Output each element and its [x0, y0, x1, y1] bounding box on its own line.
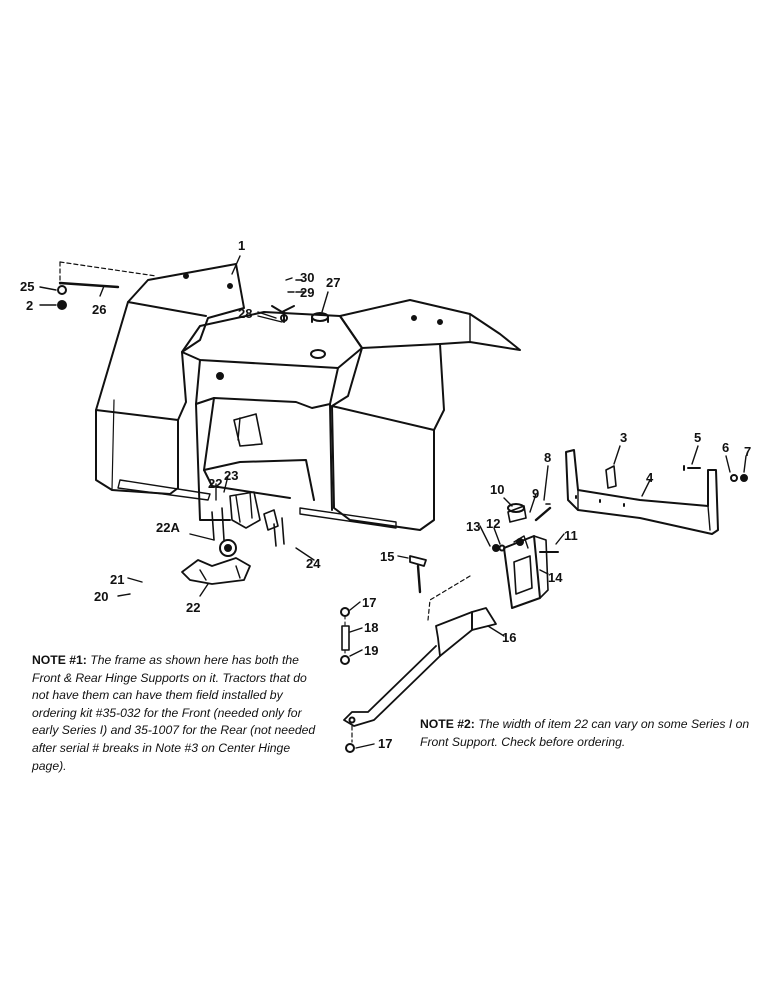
callout-22a: 22A: [156, 520, 180, 535]
callout-27: 27: [326, 275, 340, 290]
note-1-text: The frame as shown here has both the Fro…: [32, 653, 316, 773]
note-2-label: NOTE #2:: [420, 717, 475, 731]
callout-26: 26: [92, 302, 106, 317]
note-2: NOTE #2: The width of item 22 can vary o…: [420, 716, 750, 751]
note-1: NOTE #1: The frame as shown here has bot…: [32, 652, 322, 775]
callout-12: 12: [486, 516, 500, 531]
callout-22a-upper: 22: [208, 476, 222, 491]
hitch-bracket: [492, 503, 559, 609]
callout-17-top: 17: [362, 595, 376, 610]
front-hinge-support: [181, 491, 285, 585]
callout-20: 20: [94, 589, 108, 604]
callout-25: 25: [20, 279, 34, 294]
callout-15: 15: [380, 549, 394, 564]
callout-24: 24: [306, 556, 321, 571]
leader-lines: [39, 255, 747, 749]
callout-23: 23: [224, 468, 238, 483]
callout-1: 1: [238, 238, 245, 253]
callout-9: 9: [532, 486, 539, 501]
callout-5: 5: [694, 430, 701, 445]
callout-3: 3: [620, 430, 627, 445]
callout-8: 8: [544, 450, 551, 465]
callout-17-bottom: 17: [378, 736, 392, 751]
callout-18: 18: [364, 620, 378, 635]
hitch-pin: [409, 555, 427, 594]
callout-labels: 1 25 2 26 30 29 27 28 23 22 22A 24 21 20…: [20, 238, 751, 751]
callout-10: 10: [490, 482, 504, 497]
frame-center-body: [181, 311, 363, 521]
callout-13: 13: [466, 519, 480, 534]
callout-6: 6: [722, 440, 729, 455]
callout-2: 2: [26, 298, 33, 313]
callout-28: 28: [238, 306, 252, 321]
callout-16: 16: [502, 630, 516, 645]
frame-left-fender: [95, 263, 245, 501]
fuel-cap: [310, 312, 329, 359]
drawbar: [343, 575, 497, 743]
note-1-label: NOTE #1:: [32, 653, 87, 667]
pin-stack: [340, 607, 355, 753]
callout-19: 19: [364, 643, 378, 658]
rear-drawbar-bracket: [565, 449, 748, 535]
callout-7: 7: [744, 444, 751, 459]
callout-30: 30: [300, 270, 314, 285]
callout-14: 14: [548, 570, 563, 585]
wing-nut-assembly: [271, 279, 305, 323]
small-hardware-left: [57, 261, 157, 310]
callout-11: 11: [564, 528, 578, 543]
callout-22: 22: [186, 600, 200, 615]
callout-21: 21: [110, 572, 124, 587]
callout-29: 29: [300, 285, 314, 300]
callout-4: 4: [646, 470, 654, 485]
note-2-text: The width of item 22 can vary on some Se…: [420, 717, 750, 749]
frame-right-fender: [183, 273, 521, 531]
